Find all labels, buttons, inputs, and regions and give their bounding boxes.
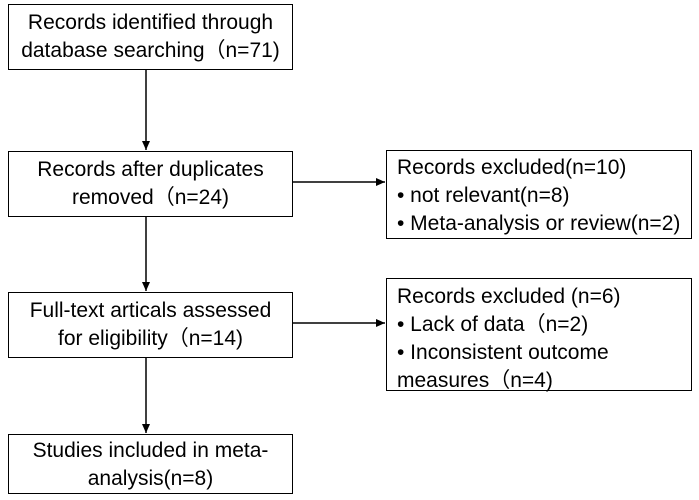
records-excluded-screening-title: Records excluded(n=10) (397, 156, 627, 179)
excluded-reason-meta-analysis: • Meta-analysis or review(n=2) (397, 212, 681, 235)
records-excluded-eligibility-box: Records excluded (n=6) • Lack of data（n=… (386, 278, 692, 392)
excluded-reason-inconsistent-outcome: • Inconsistent outcome (397, 341, 609, 364)
records-identified-line2: database searching（n=71) (21, 39, 280, 62)
studies-included-box: Studies included in meta- analysis(n=8) (8, 434, 293, 494)
excluded-reason-lack-of-data: • Lack of data（n=2) (397, 313, 589, 336)
records-identified-box: Records identified through database sear… (8, 4, 293, 70)
excluded-reason-inconsistent-outcome-cont: measures（n=4) (397, 369, 553, 392)
fulltext-assessed-line2: for eligibility（n=14) (57, 327, 243, 350)
duplicates-removed-box: Records after duplicates removed（n=24) (8, 151, 293, 217)
fulltext-assessed-box: Full-text articals assessed for eligibil… (8, 292, 293, 358)
studies-included-line1: Studies included in meta- (32, 439, 269, 462)
studies-included-line2: analysis(n=8) (87, 467, 214, 490)
records-excluded-screening-box: Records excluded(n=10) • not relevant(n=… (386, 150, 692, 239)
excluded-reason-not-relevant: • not relevant(n=8) (397, 184, 570, 207)
fulltext-assessed-line1: Full-text articals assessed (29, 299, 272, 322)
duplicates-removed-line2: removed（n=24) (72, 186, 229, 209)
records-identified-line1: Records identified through (27, 11, 274, 34)
records-excluded-eligibility-title: Records excluded (n=6) (397, 285, 621, 308)
duplicates-removed-line1: Records after duplicates (37, 158, 264, 181)
